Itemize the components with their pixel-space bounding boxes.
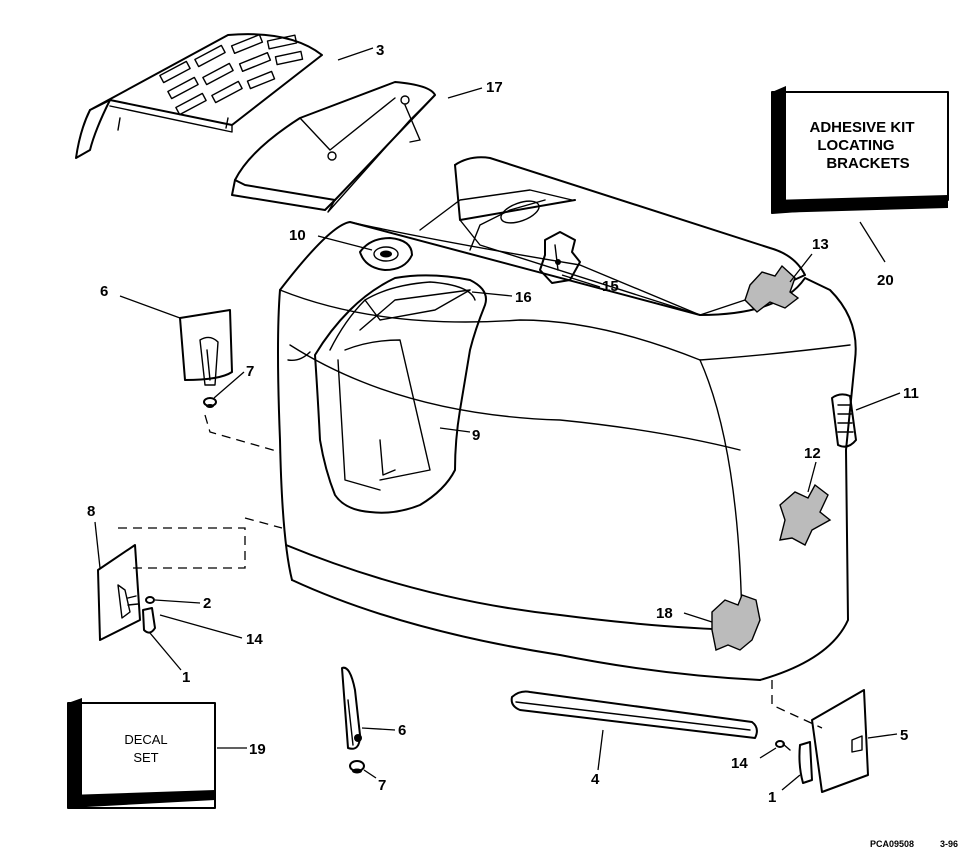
part-7-nut-upper (203, 397, 217, 408)
adhesive-kit-line-2: LOCATING (817, 137, 894, 154)
callout-10: 10 (289, 227, 306, 244)
callout-3: 3 (376, 42, 384, 59)
callout-17: 17 (486, 79, 503, 96)
callout-19: 19 (249, 741, 266, 758)
callout-9: 9 (472, 427, 480, 444)
callout-20: 20 (877, 272, 894, 289)
part-6-seal-upper (179, 309, 233, 386)
drawing-code: PCA09508 (870, 839, 914, 849)
part-11-latch (831, 393, 857, 448)
part-8-plate (97, 544, 141, 641)
part-1-clip-left (142, 607, 156, 634)
callout-7-upper: 7 (246, 363, 254, 380)
callout-6-lower: 6 (398, 722, 406, 739)
callout-14-left: 14 (246, 631, 263, 648)
part-13-bracket (744, 264, 800, 313)
callout-6-upper: 6 (100, 283, 108, 300)
grille-slots (159, 33, 304, 116)
part-20-adhesive-kit-box: ADHESIVE KIT LOCATING BRACKETS (771, 86, 949, 214)
callout-11: 11 (903, 385, 919, 402)
callout-5: 5 (900, 727, 908, 744)
part-9-liner-cutaway (314, 274, 487, 514)
part-19-decal-box: DECAL SET (67, 698, 216, 809)
callout-14-right: 14 (731, 755, 748, 772)
callout-1-right: 1 (768, 789, 776, 806)
drawing-date: 3-96 (940, 839, 958, 849)
callout-16: 16 (515, 289, 532, 306)
callout-4: 4 (591, 771, 600, 788)
part-12-bracket (779, 483, 832, 546)
part-3-grille (75, 33, 323, 159)
callout-12: 12 (804, 445, 821, 462)
callout-2: 2 (203, 595, 211, 612)
callout-15: 15 (602, 278, 619, 295)
part-7-nut-lower (349, 760, 365, 774)
footer: PCA09508 3-96 (870, 839, 958, 849)
callout-18: 18 (656, 605, 673, 622)
adhesive-kit-line-1: ADHESIVE KIT (809, 119, 914, 136)
part-1-clip-right (798, 741, 813, 784)
part-14-screw-right (775, 740, 791, 751)
part-15-bracket (539, 231, 581, 284)
part-10-grommet (359, 237, 413, 271)
callout-13: 13 (812, 236, 829, 253)
part-2-screw (145, 596, 155, 604)
leader-lines (94, 47, 901, 791)
adhesive-kit-line-3: BRACKETS (826, 155, 909, 172)
part-5-plate (811, 689, 869, 793)
callout-7-lower: 7 (378, 777, 386, 794)
alignment-lines (118, 414, 823, 729)
part-18-bracket (711, 594, 761, 651)
part-17-duct-cover (231, 81, 436, 213)
part-4-trim-strip (510, 690, 758, 739)
callout-1-left: 1 (182, 669, 190, 686)
callout-8: 8 (87, 503, 95, 520)
callouts: 3 17 20 10 13 6 16 15 7 11 9 12 8 2 14 1… (87, 42, 919, 806)
part-6-seal-lower (341, 666, 362, 750)
decal-set-line-1: DECAL (124, 732, 167, 747)
decal-set-line-2: SET (133, 750, 158, 765)
